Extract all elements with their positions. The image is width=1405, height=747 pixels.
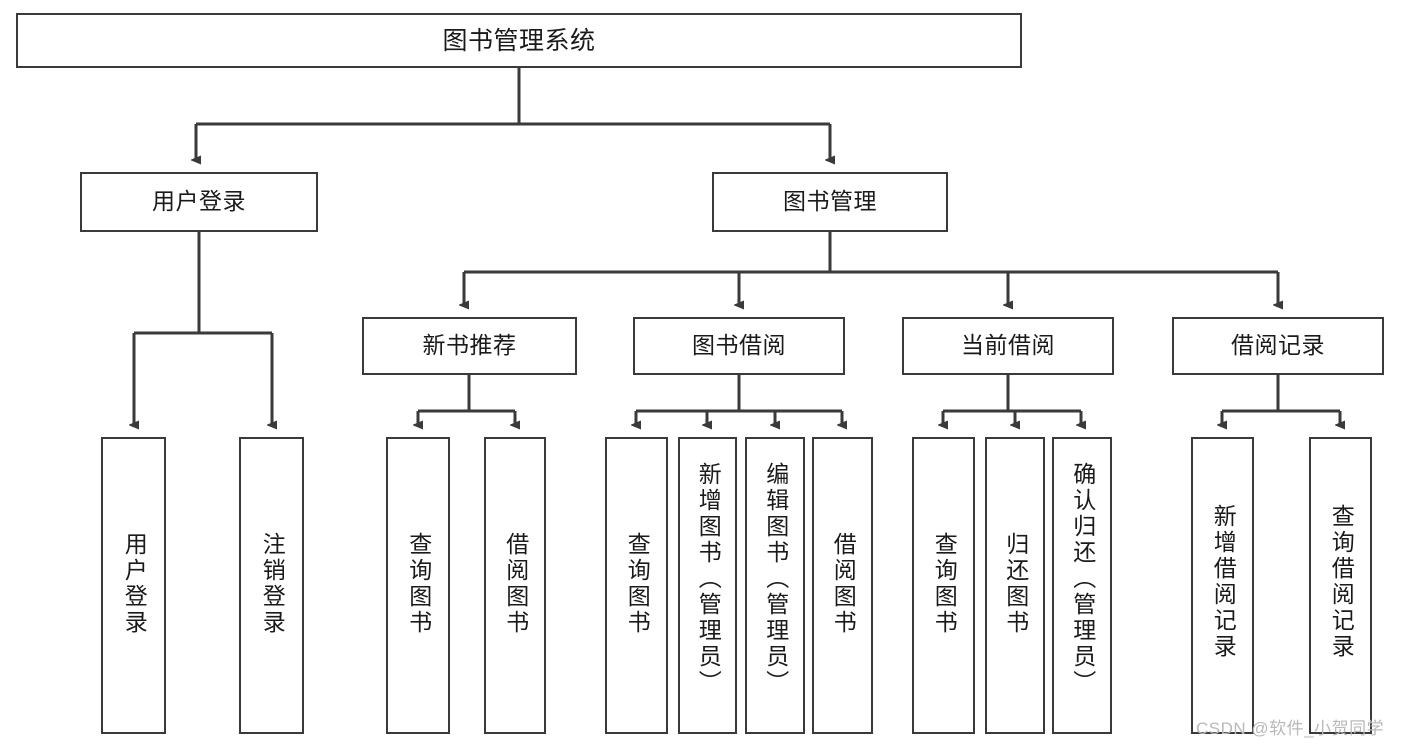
node-book-management[interactable]: 图书管理 (712, 172, 948, 232)
node-leaf-logout-label: 注销登录 (259, 532, 286, 636)
node-leaf-return-book[interactable]: 归还图书 (985, 437, 1045, 734)
node-root[interactable]: 图书管理系统 (16, 13, 1022, 68)
csdn-watermark: CSDN @软件_小贺同学 (1196, 719, 1385, 738)
node-new-book-recommend-label: 新书推荐 (422, 332, 517, 359)
node-leaf-logout[interactable]: 注销登录 (239, 437, 304, 734)
node-leaf-query-book-borrow[interactable]: 查询图书 (605, 437, 668, 734)
node-leaf-borrow-book-label: 借阅图书 (830, 532, 857, 636)
node-user-login[interactable]: 用户登录 (80, 172, 318, 232)
node-leaf-borrow-book-recommend-label: 借阅图书 (502, 532, 529, 636)
node-user-login-label: 用户登录 (152, 188, 246, 215)
node-leaf-borrow-book-recommend[interactable]: 借阅图书 (484, 437, 546, 734)
node-current-borrow-label: 当前借阅 (961, 332, 1055, 359)
node-leaf-query-book-recommend-label: 查询图书 (405, 532, 432, 636)
node-book-borrow-label: 图书借阅 (692, 332, 786, 359)
node-leaf-user-login[interactable]: 用户登录 (101, 437, 166, 734)
node-borrow-record-label: 借阅记录 (1231, 332, 1325, 359)
node-leaf-query-book-current[interactable]: 查询图书 (912, 437, 975, 734)
node-book-management-label: 图书管理 (783, 188, 877, 215)
node-leaf-query-book-borrow-label: 查询图书 (624, 532, 651, 636)
node-leaf-query-borrow-record[interactable]: 查询借阅记录 (1309, 437, 1372, 734)
node-root-label: 图书管理系统 (442, 26, 596, 55)
node-leaf-add-borrow-record[interactable]: 新增借阅记录 (1191, 437, 1254, 734)
node-leaf-return-book-label: 归还图书 (1002, 532, 1029, 636)
node-current-borrow[interactable]: 当前借阅 (902, 317, 1114, 375)
node-leaf-query-borrow-record-label: 查询借阅记录 (1328, 504, 1355, 660)
node-leaf-query-book-current-label: 查询图书 (931, 532, 958, 636)
node-leaf-user-login-label: 用户登录 (121, 532, 148, 636)
node-leaf-edit-book-admin[interactable]: 编辑图书（管理员） (745, 437, 805, 734)
node-leaf-edit-book-admin-label: 编辑图书（管理员） (762, 462, 789, 696)
node-leaf-confirm-return-admin[interactable]: 确认归还（管理员） (1052, 437, 1112, 734)
node-leaf-add-book-admin-label: 新增图书（管理员） (695, 462, 722, 696)
node-new-book-recommend[interactable]: 新书推荐 (362, 317, 577, 375)
node-book-borrow[interactable]: 图书借阅 (633, 317, 845, 375)
node-leaf-borrow-book[interactable]: 借阅图书 (812, 437, 873, 734)
node-leaf-confirm-return-admin-label: 确认归还（管理员） (1069, 462, 1096, 696)
node-leaf-add-book-admin[interactable]: 新增图书（管理员） (678, 437, 737, 734)
node-leaf-add-borrow-record-label: 新增借阅记录 (1210, 504, 1237, 660)
node-borrow-record[interactable]: 借阅记录 (1172, 317, 1384, 375)
node-leaf-query-book-recommend[interactable]: 查询图书 (386, 437, 450, 734)
